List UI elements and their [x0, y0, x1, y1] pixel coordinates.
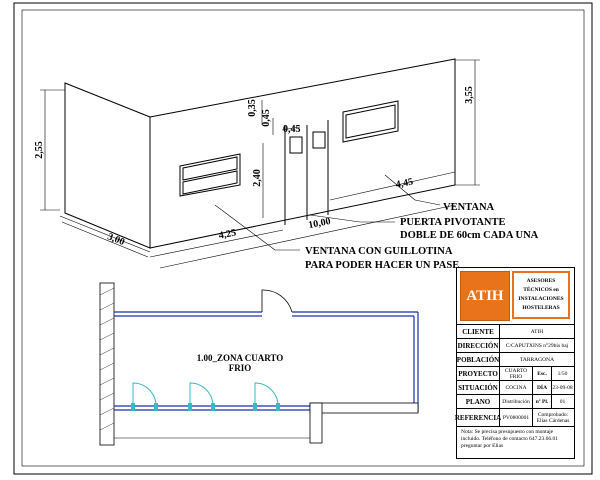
- floor-plan: 1.00_ZONA CUARTO FRIO: [99, 282, 419, 446]
- company-logo: ATIH: [460, 271, 510, 321]
- npl-label: nº Pl.: [533, 395, 552, 408]
- direccion-label: DIRECCIÓN: [457, 339, 500, 352]
- plano-value: Distribución: [500, 395, 533, 408]
- label-guillotina-line2: PARA PODER HACER UN PASE: [305, 260, 459, 271]
- company-name: ASESORES TÉCNICOS en INSTALACIONES HOSTE…: [512, 271, 570, 319]
- pass-door-1: [132, 382, 157, 407]
- label-puerta-line2: DOBLE DE 60cm CADA UNA: [400, 230, 539, 241]
- guillotine-window: [179, 153, 241, 197]
- pass-door-3: [254, 382, 279, 407]
- cliente-value: ATIH: [530, 328, 544, 335]
- zone-label-line2: FRIO: [229, 363, 252, 373]
- dimension-lines: [40, 59, 480, 269]
- esc-value: 1/50: [557, 370, 568, 377]
- door-glass-right: [312, 131, 326, 149]
- dim-window-length: 4,45: [395, 176, 414, 190]
- row-plano: PLANO Distribución nº Pl. 01: [457, 395, 574, 409]
- row-poblacion: POBLACIÓN TARRAGONA: [457, 353, 574, 367]
- company-line: TÉCNICOS en: [523, 287, 559, 293]
- comprobado: Comprobado: Elias Cárdenas: [533, 409, 573, 426]
- poblacion-label: POBLACIÓN: [457, 353, 500, 366]
- sheet-inner-border: [21, 9, 585, 467]
- plan-wall-block: [309, 402, 419, 414]
- zone-label-line1: 1.00_ZONA CUARTO: [197, 353, 284, 363]
- plan-column-left: [99, 282, 115, 446]
- dim-wall-height-right: 3,55: [464, 86, 475, 104]
- door-glass-left: [289, 136, 303, 154]
- npl-value: 01: [559, 398, 566, 405]
- dim-top-gap-a: 0,35: [247, 99, 258, 117]
- row-direccion: DIRECCIÓN C/CAPUTXINS n°29bis baj: [457, 339, 574, 353]
- proyecto-value: CUARTO FRIO: [500, 367, 533, 380]
- window-right: [342, 100, 399, 143]
- company-line: INSTALACIONES: [518, 296, 564, 302]
- dim-window-to-door: 4,25: [218, 227, 237, 241]
- situacion-label: SITUACIÓN: [457, 381, 500, 394]
- direccion-value: C/CAPUTXINS n°29bis baj: [505, 342, 569, 349]
- situacion-value: COCINA: [500, 381, 533, 394]
- title-block-note: Nota: Se precisa presupuesto con montaje…: [461, 429, 558, 449]
- door-swing-plan: [261, 289, 293, 313]
- row-proyecto: PROYECTO CUARTO FRIO Esc. 1/50: [457, 367, 574, 381]
- row-referencia: REFERENCIA PV0800001 Comprobado: Elias C…: [455, 409, 574, 427]
- label-puerta-line1: PUERTA PIVOTANTE: [400, 217, 506, 228]
- cliente-label: CLIENTE: [457, 325, 500, 338]
- referencia-value: PV0800001: [500, 409, 533, 426]
- logo-text: ATIH: [466, 287, 504, 304]
- dia-label: DÍA: [533, 381, 552, 394]
- dim-door-offset: 0,45: [283, 124, 301, 135]
- comprobado-label: Comprobado:: [537, 411, 569, 418]
- title-block: ATIH ASESORES TÉCNICOS en INSTALACIONES …: [455, 267, 575, 459]
- dim-opening-height: 2,40: [252, 169, 263, 187]
- pass-door-2: [189, 382, 214, 407]
- row-situacion: SITUACIÓN COCINA DÍA 23-09-08: [457, 381, 574, 395]
- company-line: HOSTELERAS: [522, 305, 560, 311]
- row-cliente: CLIENTE ATIH: [457, 325, 574, 339]
- dim-wall-height-left: 2,55: [34, 141, 45, 159]
- label-guillotina-line1: VENTANA CON GUILLOTINA: [305, 246, 453, 257]
- label-ventana: VENTANA: [443, 202, 495, 213]
- company-line: ASESORES: [526, 278, 556, 284]
- esc-label: Esc.: [533, 367, 552, 380]
- referencia-label: REFERENCIA: [455, 409, 501, 426]
- proyecto-label: PROYECTO: [457, 367, 500, 380]
- poblacion-value: TARRAGONA: [519, 356, 555, 363]
- elevation-view: [59, 58, 456, 253]
- sheet-border: [13, 2, 593, 475]
- comprobado-value: Elias Cárdenas: [536, 417, 570, 424]
- dim-total-length: 10,00: [307, 216, 331, 231]
- dim-top-gap-b: 0,45: [261, 109, 272, 127]
- plano-label: PLANO: [457, 395, 500, 408]
- dia-value: 23-09-08: [552, 384, 573, 391]
- title-block-header: ATIH ASESORES TÉCNICOS en INSTALACIONES …: [457, 268, 574, 325]
